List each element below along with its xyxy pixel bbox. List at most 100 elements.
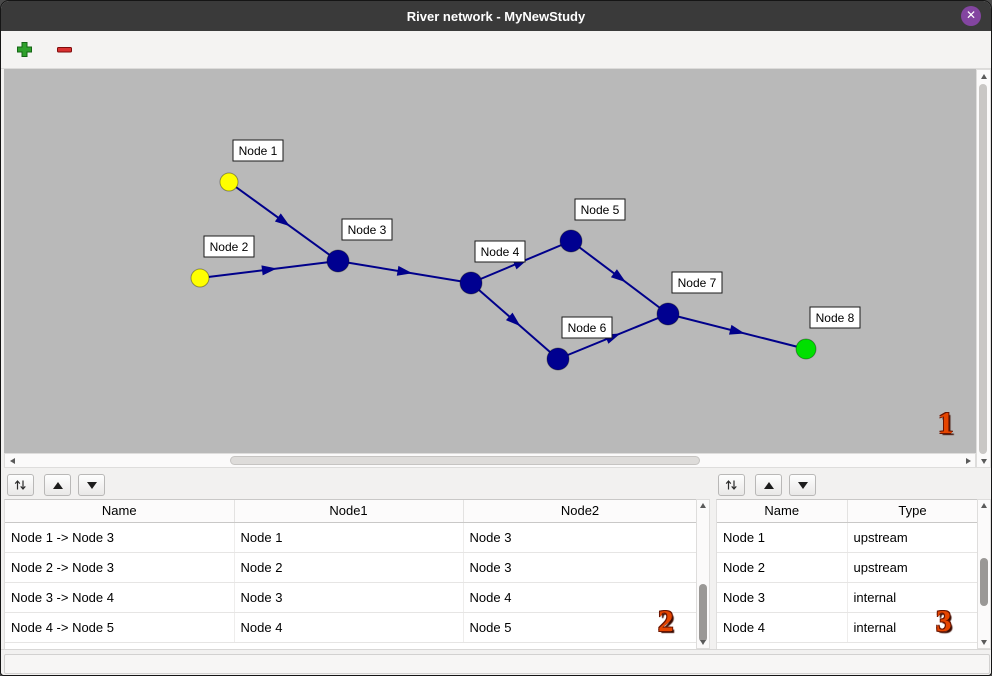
scroll-up-icon[interactable]	[697, 501, 709, 510]
table-cell[interactable]: Node 3	[463, 522, 696, 553]
table-cell[interactable]: Node 4	[463, 582, 696, 613]
table-cell[interactable]: internal	[847, 582, 977, 613]
sort-icon	[725, 480, 737, 490]
table-cell[interactable]: Node 1 -> Node 3	[5, 522, 235, 553]
table-cell[interactable]: Node 3 -> Node 4	[5, 582, 235, 613]
node-node-4[interactable]	[459, 271, 483, 295]
move-down-button[interactable]	[78, 474, 105, 496]
svg-text:Node 8: Node 8	[816, 311, 855, 325]
edges-panel-toolbar	[7, 473, 105, 497]
column-header[interactable]: Node2	[463, 500, 696, 523]
table-cell[interactable]: Node 3	[234, 582, 464, 613]
annotation-2: 2	[658, 603, 674, 638]
node-node-1[interactable]	[219, 172, 239, 192]
nodes-table-scrollbar[interactable]	[977, 499, 991, 649]
scroll-down-icon[interactable]	[978, 638, 990, 647]
close-icon: ✕	[965, 8, 977, 22]
edge-arrow-icon	[261, 265, 277, 276]
canvas-hscroll-thumb[interactable]	[230, 456, 700, 465]
node-node-5[interactable]	[559, 229, 583, 253]
scroll-right-icon[interactable]	[963, 454, 973, 467]
column-header[interactable]: Name	[717, 500, 848, 523]
table-cell[interactable]: internal	[847, 612, 977, 643]
column-header[interactable]: Name	[5, 500, 235, 523]
node-node-6[interactable]	[546, 347, 570, 371]
column-header[interactable]: Type	[847, 500, 977, 523]
node-label: Node 4	[474, 240, 526, 263]
nodes-scroll-thumb[interactable]	[980, 558, 988, 606]
table-cell[interactable]: Node 2	[234, 552, 464, 583]
scroll-up-icon[interactable]	[978, 501, 990, 510]
edge-arrow-icon	[728, 324, 745, 335]
edge-arrow-icon	[274, 213, 290, 227]
move-up-button[interactable]	[44, 474, 71, 496]
canvas-horizontal-scrollbar[interactable]	[4, 453, 976, 468]
sort-icon	[14, 480, 26, 490]
down-arrow-icon	[86, 481, 97, 489]
table-cell[interactable]: Node 3	[463, 552, 696, 583]
table-cell[interactable]: Node 4 -> Node 5	[5, 612, 235, 643]
canvas-vscroll-thumb[interactable]	[979, 84, 987, 454]
table-cell[interactable]: upstream	[847, 522, 977, 553]
node-node-7[interactable]	[656, 302, 680, 326]
up-arrow-icon	[52, 481, 63, 489]
node-label: Node 3	[341, 218, 393, 241]
edges-table-scrollbar[interactable]	[696, 499, 710, 649]
network-canvas[interactable]: Node 1 Node 2 Node 3 Node 4 Node 5 Node 6 Node…	[4, 69, 976, 453]
scroll-down-icon[interactable]	[977, 456, 990, 466]
node-node-3[interactable]	[326, 249, 350, 273]
up-arrow-icon	[763, 481, 774, 489]
table-cell[interactable]: Node 5	[463, 612, 696, 643]
svg-text:Node 7: Node 7	[678, 276, 717, 290]
table-cell[interactable]: Node 1	[717, 522, 848, 553]
node-label: Node 1	[232, 139, 284, 162]
move-down-button[interactable]	[789, 474, 816, 496]
svg-text:Node 1: Node 1	[239, 144, 278, 158]
node-label: Node 5	[574, 198, 626, 221]
edge-arrow-icon	[505, 312, 521, 327]
table-cell[interactable]: upstream	[847, 552, 977, 583]
remove-node-button[interactable]	[51, 37, 77, 63]
titlebar[interactable]: River network - MyNewStudy ✕	[1, 1, 991, 31]
add-node-button[interactable]	[11, 37, 37, 63]
node-label: Node 2	[203, 235, 255, 258]
sort-button[interactable]	[7, 474, 34, 496]
network-svg: Node 1 Node 2 Node 3 Node 4 Node 5 Node 6 Node…	[190, 139, 861, 371]
move-up-button[interactable]	[755, 474, 782, 496]
sort-button[interactable]	[718, 474, 745, 496]
node-label: Node 8	[809, 306, 861, 329]
table-cell[interactable]: Node 4	[717, 612, 848, 643]
table-cell[interactable]: Node 3	[717, 582, 848, 613]
close-button[interactable]: ✕	[961, 6, 981, 26]
node-label: Node 7	[671, 271, 723, 294]
canvas-vertical-scrollbar[interactable]	[976, 69, 991, 468]
node-label: Node 6	[561, 316, 613, 339]
scroll-down-icon[interactable]	[697, 638, 709, 647]
edges-scroll-thumb[interactable]	[699, 584, 707, 642]
node-node-2[interactable]	[190, 268, 210, 288]
svg-text:Node 5: Node 5	[581, 203, 620, 217]
table-cell[interactable]: Node 2 -> Node 3	[5, 552, 235, 583]
table-cell[interactable]: Node 1	[234, 522, 464, 553]
node-node-8[interactable]	[795, 338, 817, 360]
add-plus-icon	[16, 42, 32, 57]
svg-text:Node 6: Node 6	[568, 321, 607, 335]
annotation-1: 1	[938, 405, 954, 440]
table-cell[interactable]: Node 2	[717, 552, 848, 583]
scroll-up-icon[interactable]	[977, 71, 990, 81]
table-cell[interactable]: Node 4	[234, 612, 464, 643]
column-header[interactable]: Node1	[234, 500, 464, 523]
scroll-left-icon[interactable]	[7, 454, 17, 467]
annotation-3: 3	[936, 603, 952, 638]
